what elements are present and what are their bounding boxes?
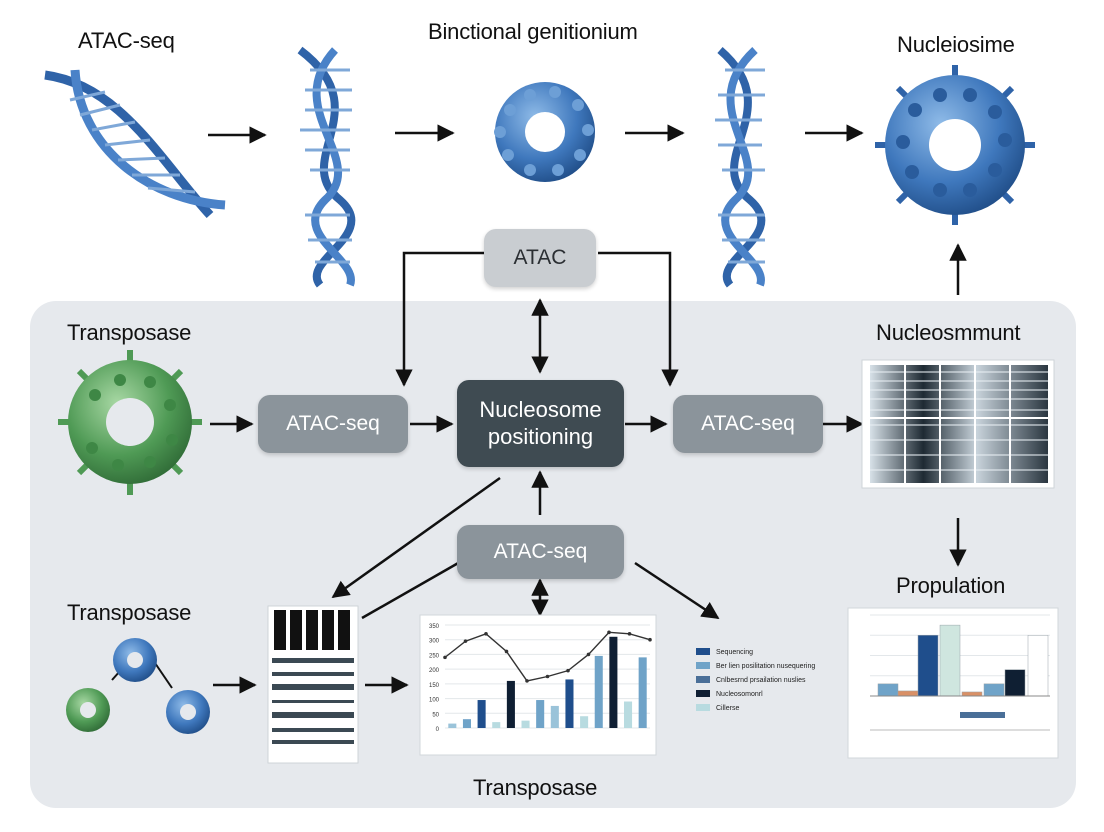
bar bbox=[1027, 635, 1049, 697]
box-nucleosome-positioning: Nucleosome positioning bbox=[457, 380, 624, 467]
bar bbox=[983, 683, 1005, 697]
ytick-label: 0 bbox=[436, 727, 440, 733]
ytick-label: 200 bbox=[429, 668, 440, 674]
bar bbox=[506, 680, 515, 728]
bar bbox=[477, 700, 486, 728]
bar bbox=[897, 690, 919, 697]
legend-label: Sequencing bbox=[716, 649, 753, 656]
nucleosome-small-icon bbox=[494, 82, 595, 182]
line-point bbox=[627, 632, 632, 636]
label-transposase-2: Transposase bbox=[67, 600, 192, 625]
legend-label: Nucleosomonrl bbox=[716, 691, 763, 698]
bar bbox=[624, 701, 633, 728]
line-point bbox=[545, 674, 550, 679]
ytick-label: 100 bbox=[429, 698, 440, 704]
bar bbox=[492, 722, 501, 728]
label-nucleiosime: Nucleiosime bbox=[897, 32, 1015, 57]
label-transposase-1: Transposase bbox=[67, 320, 192, 345]
dna-helix-1-icon bbox=[44, 69, 226, 219]
bar bbox=[609, 636, 618, 728]
legend-swatch bbox=[696, 676, 710, 683]
bar bbox=[939, 624, 961, 697]
dna-helix-3-icon bbox=[715, 46, 766, 288]
label-transposase-bottom: Transposase bbox=[473, 775, 598, 800]
bar bbox=[580, 716, 589, 728]
line-point bbox=[566, 668, 570, 673]
line-point bbox=[586, 652, 591, 657]
dna-helix-2-icon bbox=[297, 46, 356, 288]
bar bbox=[961, 691, 983, 697]
nucleosome-large-icon bbox=[875, 65, 1035, 225]
bar bbox=[917, 635, 939, 697]
legend-swatch bbox=[696, 704, 710, 711]
bar bbox=[638, 657, 647, 728]
label-atac-seq-top: ATAC-seq bbox=[78, 28, 175, 53]
bar bbox=[565, 679, 574, 728]
sub-bar bbox=[960, 712, 1005, 718]
box-atac-seq-left: ATAC-seq bbox=[258, 395, 408, 453]
ytick-label: 150 bbox=[429, 683, 440, 689]
legend-label: Cnlbesrnd prsailation nuslies bbox=[716, 677, 806, 684]
legend-swatch bbox=[696, 690, 710, 697]
ytick-label: 300 bbox=[429, 639, 440, 645]
ytick-label: 350 bbox=[429, 624, 440, 630]
box-atac-seq-right: ATAC-seq bbox=[673, 395, 823, 453]
line-point bbox=[648, 637, 652, 642]
combo-chart: 0 50 100 150 200 250 300 350 bbox=[419, 614, 657, 756]
legend-swatch bbox=[696, 648, 710, 655]
transposase-green-icon bbox=[58, 350, 202, 495]
bar bbox=[1004, 669, 1026, 697]
right-bar-chart bbox=[847, 607, 1059, 759]
label-nucleosmmunt: Nucleosmmunt bbox=[876, 320, 1021, 345]
transposase-cluster-icon bbox=[66, 638, 210, 734]
label-propulation: Propulation bbox=[896, 573, 1006, 598]
ytick-label: 50 bbox=[432, 712, 439, 718]
line-point bbox=[443, 655, 447, 660]
line-point bbox=[484, 632, 488, 636]
bar bbox=[594, 655, 603, 728]
heatmap-panel bbox=[861, 359, 1055, 489]
line-point bbox=[607, 630, 611, 635]
line-point bbox=[463, 639, 468, 643]
gel-image bbox=[267, 605, 359, 764]
bar bbox=[536, 700, 545, 728]
legend-swatch bbox=[696, 662, 710, 669]
line-point bbox=[525, 679, 529, 683]
line-point bbox=[504, 649, 509, 654]
bar bbox=[521, 720, 530, 728]
legend-label: Cillerse bbox=[716, 705, 739, 712]
box-atac: ATAC bbox=[484, 229, 596, 287]
bar bbox=[462, 719, 471, 728]
bar bbox=[448, 723, 457, 728]
label-binctional: Binctional genitionium bbox=[428, 19, 638, 44]
bar bbox=[550, 705, 559, 728]
legend-label: Ber lien posilitation nusequering bbox=[716, 663, 815, 670]
bar bbox=[877, 683, 899, 697]
box-atac-seq-middle: ATAC-seq bbox=[457, 525, 624, 579]
ytick-label: 250 bbox=[429, 653, 440, 659]
